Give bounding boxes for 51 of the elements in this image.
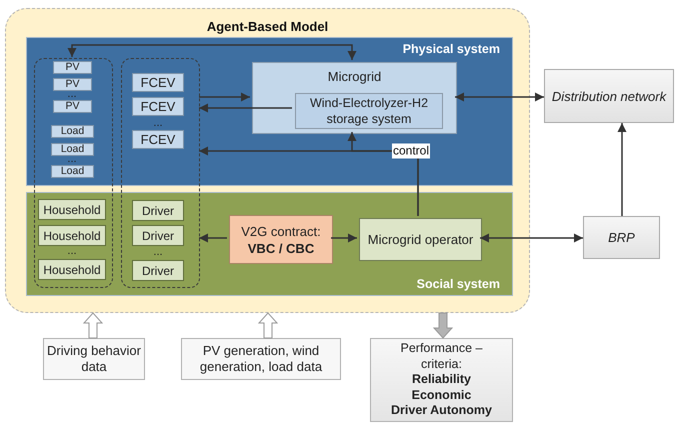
criteria-heading: Performance – criteria:: [400, 341, 484, 372]
data-box: Driving behavior data: [43, 338, 145, 380]
data-box: PV generation, wind generation, load data: [181, 338, 341, 380]
block-arrow: [82, 312, 104, 338]
agent-box: Load: [51, 125, 94, 138]
arrow: [455, 92, 544, 102]
vehicle-box: FCEV: [132, 73, 184, 92]
criteria-item: Driver Autonomy: [390, 403, 493, 418]
storage-box: Wind-Electrolyzer-H2 storage system: [295, 93, 443, 129]
vehicle-box: FCEV: [132, 97, 184, 116]
agent-box: PV: [53, 78, 92, 91]
ellipsis: ...: [67, 246, 77, 256]
agent-box: Household: [38, 199, 106, 220]
agent-box: Driver: [132, 200, 184, 221]
agent-box: Driver: [132, 225, 184, 246]
ellipsis: ...: [153, 118, 163, 128]
arrow: [68, 44, 356, 60]
band-label: Social system: [416, 277, 500, 291]
criteria-box: [370, 338, 513, 422]
ellipsis: ...: [67, 89, 77, 99]
contract-box: V2G contract: VBC / CBC: [229, 215, 333, 264]
agent-box: Driver: [132, 260, 184, 281]
arrow: [199, 104, 292, 112]
criteria-item: Economic: [410, 388, 472, 403]
arrow: [331, 234, 357, 242]
band-label: Physical system: [402, 42, 500, 56]
operator-box: Microgrid operator: [359, 218, 482, 261]
agent-box: PV: [53, 100, 92, 113]
arrow: [199, 92, 250, 102]
arrow: [480, 234, 583, 242]
agent-box: Load: [51, 165, 94, 178]
arrow: [199, 234, 227, 242]
frame-label: Agent-Based Model: [206, 19, 328, 34]
microgrid-box: [252, 62, 457, 134]
edge-label: control: [392, 144, 430, 158]
external-box: BRP: [583, 216, 660, 259]
agent-box: PV: [53, 61, 92, 74]
agent-box: Household: [38, 259, 106, 280]
vehicle-box: FCEV: [132, 130, 184, 149]
criteria-item: Reliability: [410, 372, 472, 388]
model-frame: [5, 8, 530, 313]
ellipsis: ...: [153, 247, 163, 257]
external-box: Distribution network: [544, 69, 674, 123]
arrow: [618, 123, 626, 216]
block-arrow: [258, 312, 278, 338]
block-arrow: [432, 312, 454, 339]
box-title: Microgrid: [328, 69, 382, 84]
agent-box: Household: [38, 225, 106, 246]
ellipsis: ...: [67, 154, 77, 164]
agent-box: Load: [51, 143, 94, 156]
system-band: [26, 37, 513, 186]
